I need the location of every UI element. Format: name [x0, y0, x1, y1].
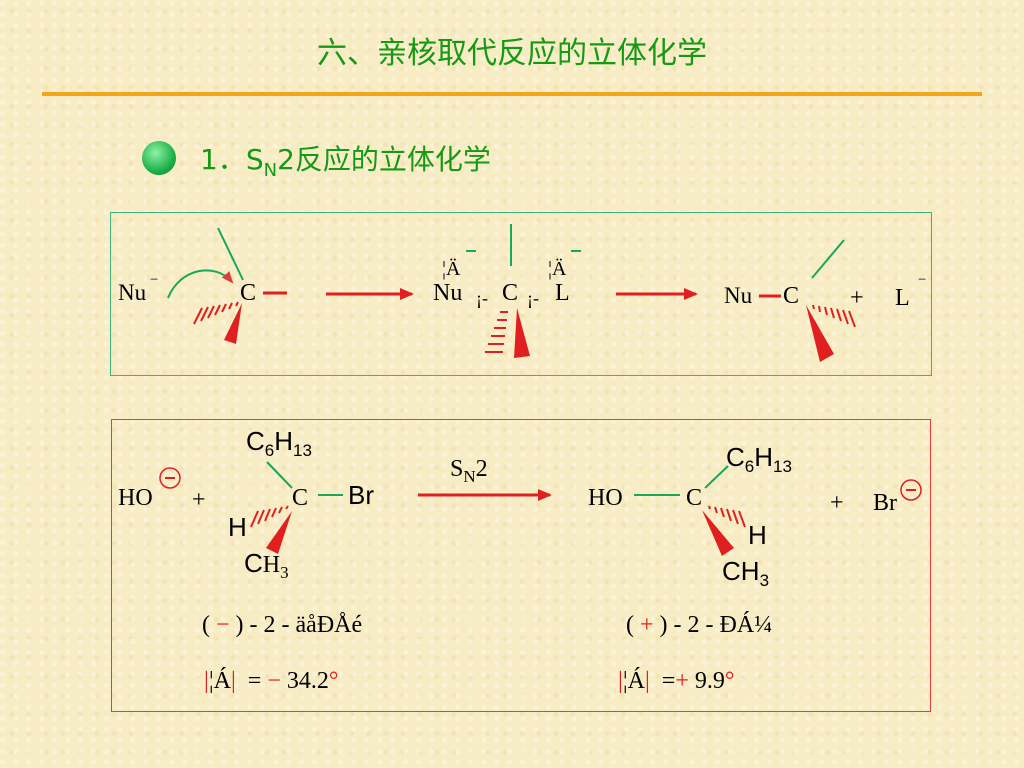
product-l: L [895, 285, 910, 311]
r-up-bond [266, 461, 293, 489]
product-hash-bond [812, 304, 856, 328]
product-c: C [783, 283, 800, 309]
attack-curved-arrow [167, 269, 234, 299]
bullet-icon [142, 141, 176, 175]
r-br: Br [348, 480, 374, 510]
r-hash-bond [250, 505, 289, 528]
mechanism-box [110, 212, 932, 376]
r-wedge-bond [266, 511, 292, 554]
ts-charge-right: ¦Ä [548, 258, 567, 280]
p-c6h13: C6H13 [726, 442, 792, 476]
example-plus-left: + [192, 487, 206, 513]
reactant-nu-charge: − [150, 272, 159, 288]
section-rest: 2反应的立体化学 [277, 143, 491, 176]
ho-reactant: HO [118, 485, 153, 511]
section-s: S [245, 143, 264, 176]
r-c: C [292, 485, 309, 511]
ts-charge-left: ¦Ä [442, 258, 461, 280]
ts-right-partial: ¡- [527, 288, 539, 308]
r-c6h13: C6H13 [246, 426, 312, 460]
reactant-nu: Nu [118, 280, 147, 305]
reactant-name: ( − ) - 2 - äåÐÅ­é [202, 612, 363, 638]
br-charge-circle [900, 479, 922, 501]
product-rotation: |¦Á| =+ 9.9° [618, 668, 735, 694]
br-product: Br [873, 490, 897, 516]
p-h: H [748, 520, 767, 550]
title-underline [42, 92, 982, 96]
ts-nu: Nu [433, 280, 463, 306]
example-box [111, 419, 931, 712]
p-c: C [686, 485, 703, 511]
product-plus: + [850, 285, 864, 311]
p-hash-bond [708, 505, 746, 528]
p-wedge-bond [702, 510, 734, 556]
sn2-label: SN2 [450, 456, 488, 486]
reactant-wedge-bond [224, 303, 242, 344]
ts-left-partial: ¡- [476, 288, 488, 308]
reactant-c: C [240, 280, 257, 306]
example-plus-right: + [830, 490, 844, 516]
reactant-up-bond [217, 227, 244, 281]
p-ch3: CH3 [722, 556, 770, 590]
ho-product: HO [588, 485, 623, 511]
ts-hash-bond [485, 311, 508, 353]
product-up-bond [811, 239, 845, 279]
ho-charge-circle [159, 467, 181, 489]
reactant-rotation: |¦Á| = − 34.2° [204, 668, 339, 694]
reactant-hash-bond [193, 301, 239, 325]
section-heading: 1．SN2反应的立体化学 [200, 138, 491, 181]
section-n-subscript: N [263, 160, 278, 181]
slide-title: 六、亲核取代反应的立体化学 [317, 36, 707, 71]
ts-wedge-bond [514, 308, 530, 358]
r-h: H [228, 512, 247, 542]
section-number: 1． [200, 143, 246, 176]
r-ch3: CH3 [244, 548, 289, 582]
product-wedge-bond [806, 305, 834, 362]
product-l-charge: − [918, 272, 927, 288]
p-up-bond [704, 465, 729, 489]
ts-c: C [502, 280, 519, 306]
product-name: ( + ) - 2 - ÐÁ¼ [626, 612, 773, 638]
ts-l: L [555, 280, 570, 306]
product-nu: Nu [724, 283, 753, 308]
